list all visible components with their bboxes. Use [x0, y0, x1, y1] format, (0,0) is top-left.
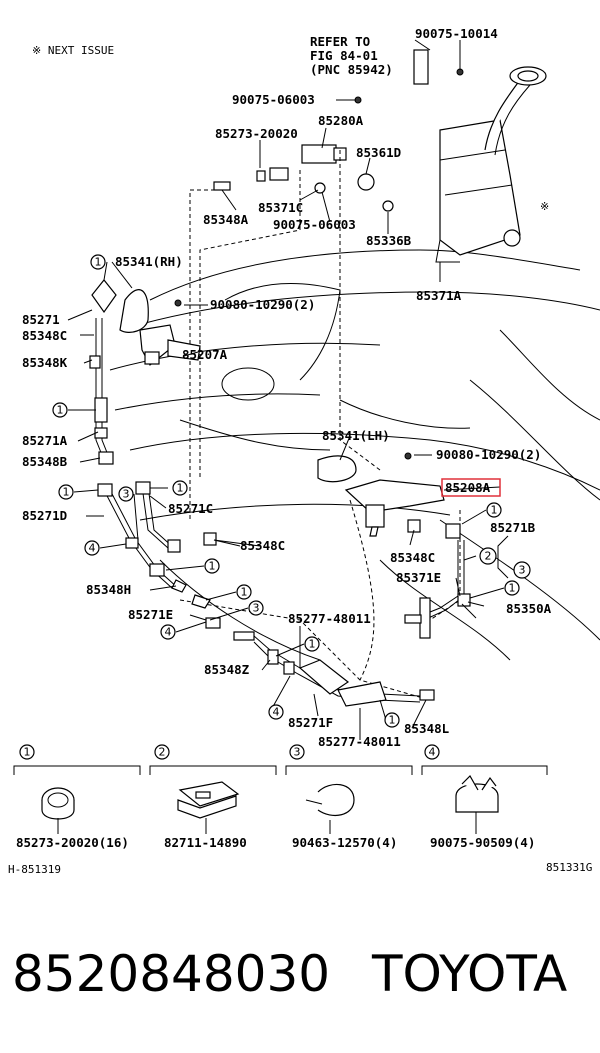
washer-nozzle-rh	[91, 279, 201, 366]
callout-label: 85277-48011	[288, 611, 371, 626]
legend-marker-2: 2	[159, 746, 166, 759]
callout-label: 85348C	[240, 538, 285, 553]
callout-label: 90075-06003	[232, 92, 315, 107]
callout-label: 85336B	[366, 233, 412, 248]
callout-label: 85348C	[22, 328, 67, 343]
marker-1: 1	[491, 504, 498, 517]
marker-3: 3	[123, 488, 130, 501]
marker-1: 1	[95, 256, 102, 269]
marker-2: 2	[485, 550, 492, 563]
bracket-clip-icon	[455, 775, 499, 834]
callout-label: 85348K	[22, 355, 68, 370]
footer-left-code: H-851319	[8, 863, 61, 876]
marker-1: 1	[309, 638, 316, 651]
svg-text:FIG 84-01: FIG 84-01	[310, 48, 378, 63]
callout-label: 85348L	[404, 721, 450, 736]
legend-marker-1: 1	[24, 746, 31, 759]
callout-label: 85348A	[203, 212, 249, 227]
callout-label: 85341(LH)	[322, 428, 390, 443]
refer-note: REFER TO FIG 84-01 (PNC 85942)	[310, 34, 393, 77]
footer-right-code: 851331G	[546, 861, 592, 874]
marker-1: 1	[241, 586, 248, 599]
callout-label: 85371E	[396, 570, 441, 585]
marker-3: 3	[253, 602, 260, 615]
callout-label: 85371A	[416, 288, 462, 303]
callout-label: 90075-10014	[415, 26, 498, 41]
legend-part-2: 82711-14890	[164, 835, 247, 850]
legend-part-4: 90075-90509(4)	[430, 835, 535, 850]
part-number: 8520848030	[12, 945, 330, 1003]
callout-label: 85348B	[22, 454, 68, 469]
circled-markers: 1 1 1 3 1 4 1 1 3 4 1 4 1 1 2 3 1	[52, 254, 531, 728]
marker-3: 3	[519, 564, 526, 577]
left-hose	[89, 318, 255, 641]
brand-name: TOYOTA	[371, 945, 567, 1003]
legend-marker-4: 4	[429, 746, 436, 759]
reservoir-mark: ※	[540, 200, 549, 213]
callout-label: 85348C	[390, 550, 435, 565]
marker-1: 1	[389, 714, 396, 727]
callout-label: 85277-48011	[318, 734, 401, 749]
highlight-box	[441, 478, 501, 497]
washer-nozzle-lh	[317, 452, 445, 537]
hose-holder-icon	[177, 781, 240, 834]
callout-label: 85361D	[356, 145, 401, 160]
next-issue-note: ※ NEXT ISSUE	[32, 44, 114, 57]
callout-label: 90080-10290(2)	[436, 447, 541, 462]
marker-1: 1	[209, 560, 216, 573]
svg-text:(PNC 85942): (PNC 85942)	[310, 62, 393, 77]
callout-label: 85348H	[86, 582, 131, 597]
callout-label: 85207A	[182, 347, 228, 362]
callout-label: 85271F	[288, 715, 333, 730]
callout-label: 90075-06003	[273, 217, 356, 232]
leader-lines	[67, 39, 509, 740]
marker-4: 4	[89, 542, 96, 555]
callout-labels: 90075-10014 90075-06003 85273-20020 8528…	[22, 26, 552, 749]
legend-part-3: 90463-12570(4)	[292, 835, 397, 850]
legend-part-1: 85273-20020(16)	[16, 835, 129, 850]
marker-1: 1	[63, 486, 70, 499]
vehicle-front-outline	[109, 249, 600, 661]
callout-label: 85271C	[168, 501, 213, 516]
callout-label: 90080-10290(2)	[210, 297, 315, 312]
callout-label: 85273-20020	[215, 126, 298, 141]
washer-reservoir	[435, 66, 547, 263]
callout-label: 85271D	[22, 508, 67, 523]
callout-label: 85271B	[490, 520, 536, 535]
legend-marker-3: 3	[294, 746, 301, 759]
callout-label: 85271	[22, 312, 60, 327]
legend: 1 2 3 4	[13, 744, 548, 850]
callout-label: 85350A	[506, 601, 552, 616]
callout-label: 85271E	[128, 607, 173, 622]
open-clip-icon	[305, 783, 355, 834]
marker-1: 1	[509, 582, 516, 595]
svg-text:REFER TO: REFER TO	[310, 34, 370, 49]
callout-label: 85280A	[318, 113, 364, 128]
marker-1: 1	[177, 482, 184, 495]
marker-4: 4	[165, 626, 172, 639]
lower-hose-covers	[253, 635, 435, 707]
marker-1: 1	[57, 404, 64, 417]
callout-label: 85341(RH)	[115, 254, 183, 269]
callout-label: 85348Z	[204, 662, 250, 677]
highlighted-part-label: 85208A	[445, 480, 491, 495]
band-clamp-icon	[41, 787, 75, 834]
callout-label: 85271A	[22, 433, 68, 448]
marker-4: 4	[273, 706, 280, 719]
callout-label: 85371C	[258, 200, 303, 215]
